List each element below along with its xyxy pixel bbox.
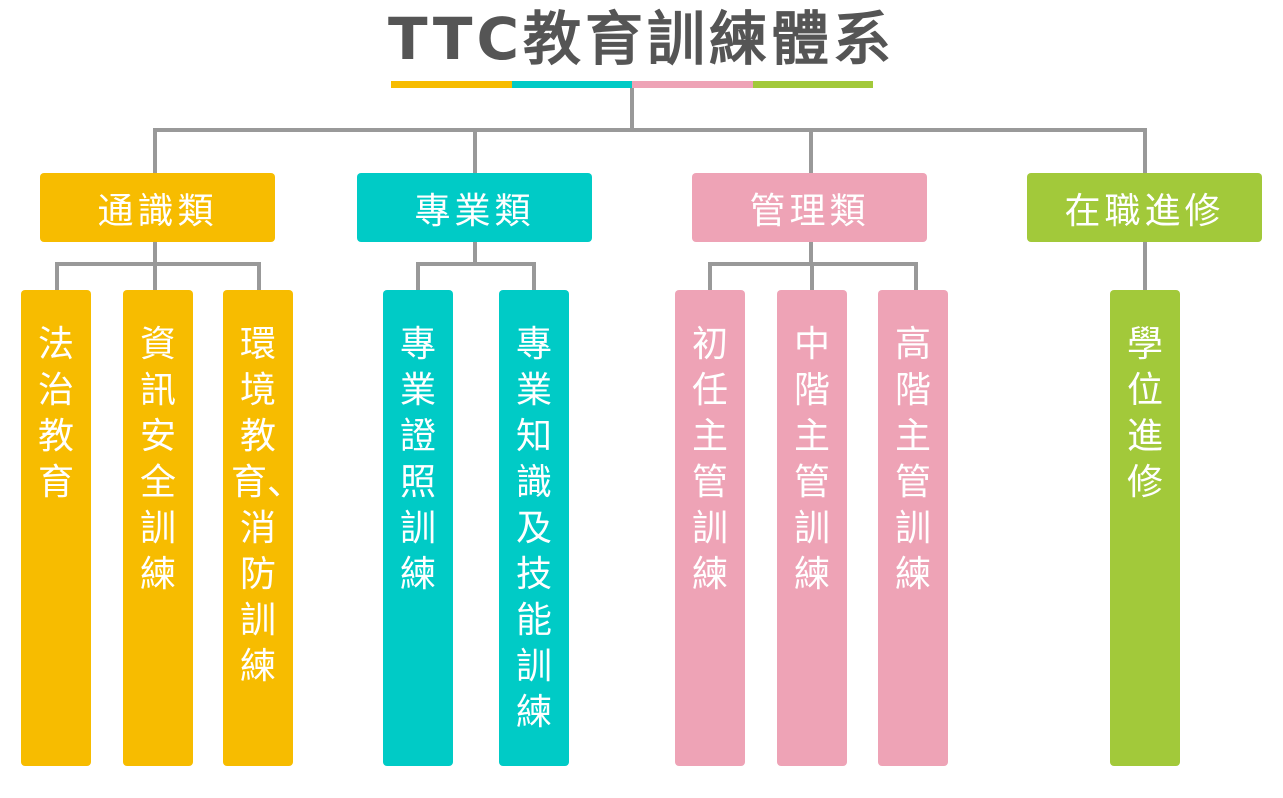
leaf-label: 法治教育 xyxy=(37,324,74,503)
connector-leaf-2-1 xyxy=(416,262,420,291)
category-label: 通識類 xyxy=(97,190,218,232)
category-label: 在職進修 xyxy=(1064,190,1225,232)
leaf-mid-supervisor: 中階主管訓練 xyxy=(777,290,847,766)
leaf-label: 高階主管訓練 xyxy=(894,324,931,595)
connector-cat-3-stem xyxy=(809,242,813,264)
connector-cat-1 xyxy=(153,128,157,174)
connector-cat-2 xyxy=(473,128,477,174)
connector-cat-4 xyxy=(1143,128,1147,174)
underline-segment-green xyxy=(753,81,873,88)
diagram-title: TTC教育訓練體系 xyxy=(387,5,896,73)
connector-leaf-2-2 xyxy=(532,262,536,291)
leaf-new-supervisor: 初任主管訓練 xyxy=(675,290,745,766)
connector-leaf-3-1 xyxy=(708,262,712,291)
connector-leaf-3-3 xyxy=(914,262,918,291)
leaf-label: 資訊安全訓練 xyxy=(139,324,176,595)
category-general: 通識類 xyxy=(40,173,275,242)
leaf-info-security: 資訊安全訓練 xyxy=(123,290,193,766)
category-professional: 專業類 xyxy=(357,173,592,242)
leaf-label: 學位進修 xyxy=(1126,324,1163,503)
connector-cat-2-stem xyxy=(473,242,477,264)
leaf-degree-study: 學位進修 xyxy=(1110,290,1180,766)
connector-cat-1-bar xyxy=(55,262,261,266)
leaf-senior-supervisor: 高階主管訓練 xyxy=(878,290,948,766)
connector-cat-4-stem xyxy=(1143,242,1147,291)
underline-segment-yellow xyxy=(391,81,512,88)
connector-cat-3 xyxy=(809,128,813,174)
leaf-label: 中階主管訓練 xyxy=(793,324,830,595)
leaf-label: 初任主管訓練 xyxy=(691,324,728,595)
underline-segment-teal xyxy=(512,81,632,88)
connector-root-stem xyxy=(630,88,634,130)
connector-leaf-3-2 xyxy=(810,262,814,291)
category-label: 專業類 xyxy=(414,190,535,232)
category-in-service: 在職進修 xyxy=(1027,173,1262,242)
connector-leaf-1-2 xyxy=(153,262,157,291)
connector-leaf-1-1 xyxy=(55,262,59,291)
connector-cat-1-stem xyxy=(153,242,157,264)
category-label: 管理類 xyxy=(749,190,870,232)
category-management: 管理類 xyxy=(692,173,927,242)
connector-cat-2-bar xyxy=(416,262,536,266)
leaf-professional-skills: 專業知識及技能訓練 xyxy=(499,290,569,766)
leaf-label: 專業證照訓練 xyxy=(399,324,436,595)
connector-leaf-1-3 xyxy=(257,262,261,291)
leaf-label: 專業知識及技能訓練 xyxy=(515,324,552,733)
underline-segment-pink xyxy=(632,81,753,88)
leaf-professional-license: 專業證照訓練 xyxy=(383,290,453,766)
connector-root-bar xyxy=(153,128,1147,132)
leaf-legal-education: 法治教育 xyxy=(21,290,91,766)
leaf-environment-fire: 環境教育、消防訓練 xyxy=(223,290,304,766)
leaf-label: 環境教育、消防訓練 xyxy=(231,324,304,687)
